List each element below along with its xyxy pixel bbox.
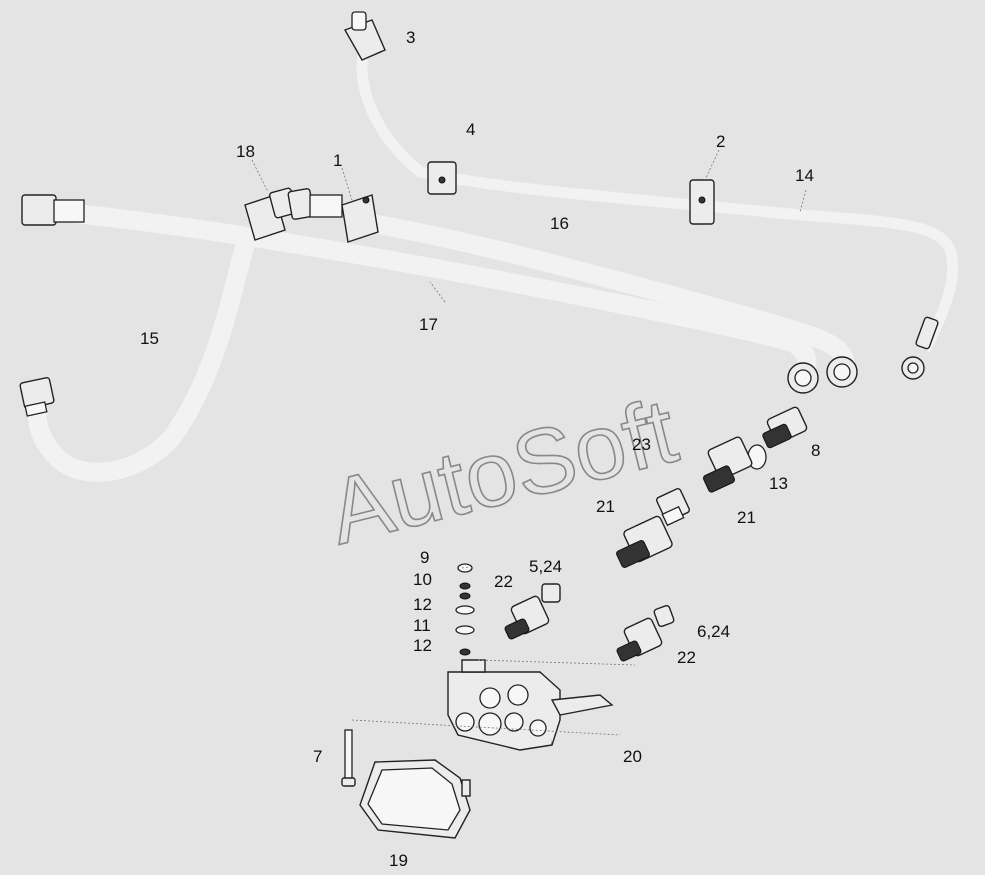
callout-9: 9 — [420, 548, 429, 567]
callout-22-upper: 22 — [494, 572, 513, 591]
callout-labels: 1 2 3 4 5,24 6,24 7 8 9 10 11 12 12 13 1… — [140, 28, 820, 870]
leader-lines — [251, 149, 807, 736]
hose-16 — [348, 210, 858, 388]
callout-2: 2 — [716, 132, 725, 151]
adapter-21-left — [616, 515, 673, 569]
fitting-3 — [343, 11, 386, 61]
callout-14: 14 — [795, 166, 814, 185]
adapter-8 — [762, 406, 808, 449]
cover-19 — [359, 759, 471, 839]
bolt-7 — [341, 729, 356, 787]
valve-block-20 — [447, 659, 614, 751]
elbow-fitting-18 — [244, 187, 343, 241]
washer-stack — [455, 563, 475, 656]
adapter-23 — [656, 488, 690, 527]
callout-21-left: 21 — [596, 497, 615, 516]
callout-23: 23 — [632, 435, 651, 454]
callout-7: 7 — [313, 747, 322, 766]
callout-18: 18 — [236, 142, 255, 161]
callout-20: 20 — [623, 747, 642, 766]
callout-16: 16 — [550, 214, 569, 233]
callout-22-lower: 22 — [677, 648, 696, 667]
callout-19: 19 — [389, 851, 408, 870]
callout-13: 13 — [769, 474, 788, 493]
clamp-1 — [341, 194, 379, 243]
plug-6-24 — [653, 604, 675, 628]
adapter-21-right — [702, 436, 753, 493]
hose-17 — [21, 194, 819, 394]
clamp-2 — [689, 179, 715, 225]
callout-12-lower: 12 — [413, 636, 432, 655]
callout-11: 11 — [413, 616, 431, 635]
clamp-4 — [427, 161, 457, 195]
callout-15: 15 — [140, 329, 159, 348]
callout-12-upper: 12 — [413, 595, 432, 614]
callout-17: 17 — [419, 315, 438, 334]
callout-8: 8 — [811, 441, 820, 460]
callout-5-24: 5,24 — [529, 557, 562, 576]
fitting-22-upper — [504, 595, 550, 640]
callout-21-right: 21 — [737, 508, 756, 527]
tube-14 — [356, 43, 959, 380]
callout-6-24: 6,24 — [697, 622, 730, 641]
hose-15 — [19, 242, 255, 482]
callout-10: 10 — [413, 570, 432, 589]
plug-5-24 — [541, 583, 561, 603]
fitting-22-lower — [616, 617, 663, 662]
callout-3: 3 — [406, 28, 415, 47]
callout-1: 1 — [333, 151, 342, 170]
callout-4: 4 — [466, 120, 475, 139]
